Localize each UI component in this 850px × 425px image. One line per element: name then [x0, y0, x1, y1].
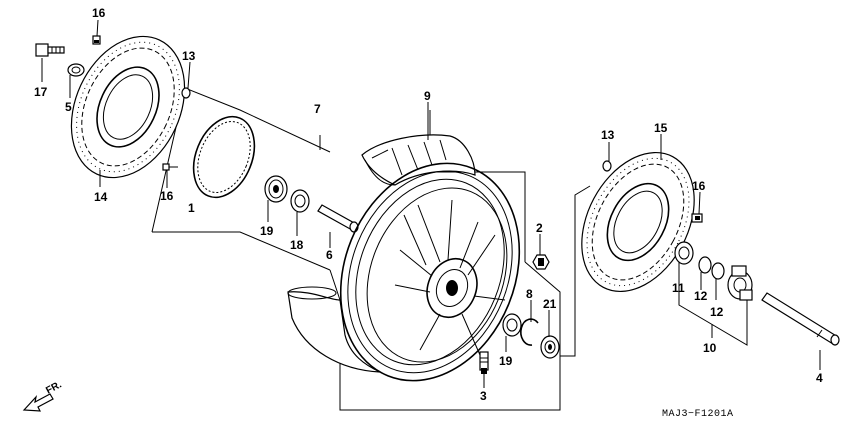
front-direction-arrow: FR. — [22, 379, 64, 412]
callout-labels: 16 17 5 13 14 16 1 19 18 6 7 9 2 8 21 19… — [34, 6, 823, 403]
small-bolt-right — [691, 213, 703, 223]
tire — [361, 134, 476, 186]
speedometer-gear-parts — [674, 241, 753, 301]
rim-band — [287, 286, 381, 373]
callout-12b: 12 — [710, 305, 724, 319]
callout-18: 17 — [34, 85, 48, 99]
callout-10: 10 — [703, 341, 717, 355]
callout-17: 16 — [160, 189, 174, 203]
callout-4: 4 — [816, 371, 823, 385]
diagram-code: MAJ3−F1201A — [662, 409, 734, 420]
collar — [67, 63, 85, 77]
callout-13: 13 — [182, 49, 196, 63]
callout-12a: 12 — [694, 289, 708, 303]
collar-nut — [532, 254, 550, 270]
washer-right — [602, 160, 612, 172]
disc-bolt — [35, 43, 65, 57]
dust-seal — [290, 189, 310, 213]
leader-lines — [41, 19, 821, 388]
arrow-icon — [22, 393, 54, 412]
washer — [181, 87, 191, 99]
assembly-outline — [151, 87, 591, 411]
callout-16b: 16 — [692, 179, 706, 193]
callout-19: 18 — [290, 238, 304, 252]
small-bolt — [92, 35, 101, 45]
valve-stem — [479, 351, 489, 374]
callout-16: 16 — [92, 6, 106, 20]
callout-8: 8 — [526, 287, 533, 301]
callout-11: 11 — [672, 281, 685, 295]
bearing-right — [540, 335, 560, 359]
callout-13b: 13 — [601, 128, 615, 142]
right-brake-disc — [581, 151, 695, 293]
dust-seal-right — [502, 313, 522, 337]
callout-3: 3 — [480, 389, 487, 403]
callout-7: 7 — [314, 102, 321, 116]
screw — [162, 163, 178, 171]
callout-1: 1 — [188, 201, 195, 215]
callout-20: 19 — [260, 224, 274, 238]
wheel — [339, 162, 521, 382]
pulser-ring — [192, 115, 256, 199]
bearing-left — [264, 175, 288, 203]
callout-6: 6 — [326, 248, 333, 262]
callout-21: 21 — [543, 297, 557, 311]
front-label: FR. — [44, 379, 64, 396]
callout-2: 2 — [536, 221, 543, 235]
circlip — [520, 318, 539, 346]
callout-19b: 19 — [499, 354, 513, 368]
left-brake-disc — [70, 35, 186, 179]
callout-5: 5 — [65, 100, 72, 114]
callout-15: 15 — [654, 121, 668, 135]
callout-14: 14 — [94, 190, 108, 204]
distance-collar — [317, 204, 359, 233]
axle — [761, 292, 840, 346]
callout-9: 9 — [424, 89, 431, 103]
